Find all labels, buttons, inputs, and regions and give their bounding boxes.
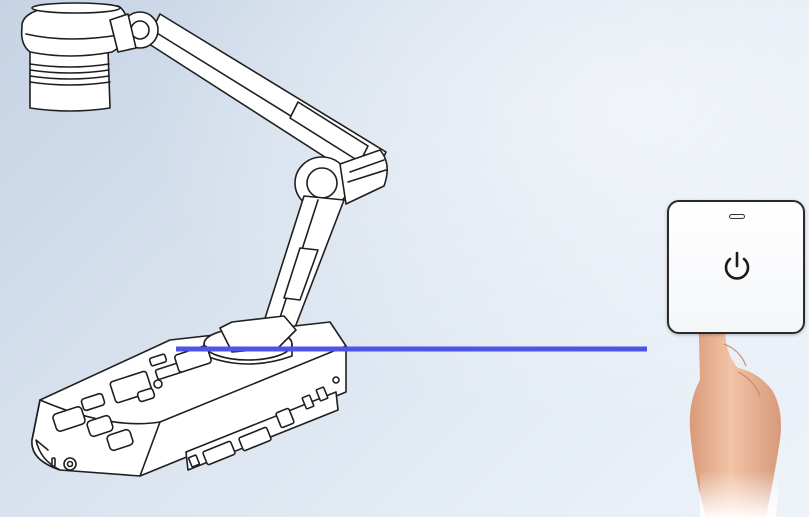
power-icon[interactable]	[721, 250, 753, 284]
upper-arm	[109, 11, 387, 187]
camera-base	[31, 315, 347, 477]
power-panel	[667, 200, 805, 334]
control-panel	[52, 345, 212, 452]
hand-pointer-icon	[689, 285, 781, 517]
side-ports	[51, 376, 340, 471]
status-led-icon	[729, 214, 745, 219]
lower-arm	[259, 195, 345, 335]
